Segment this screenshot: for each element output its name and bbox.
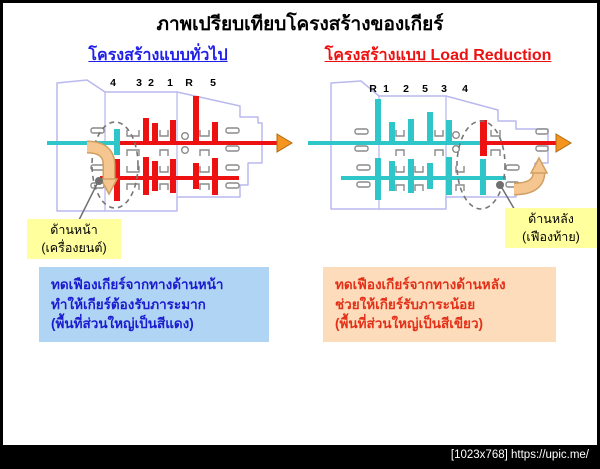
gear-label: 1	[383, 83, 389, 95]
diagram-general-gearbox: 4 3 2 1 R 5	[43, 73, 293, 268]
note-line: ทดเฟืองเกียร์จากทางด้านหน้า	[51, 277, 224, 292]
gear-label: 5	[422, 83, 428, 95]
load-reduction-note: ทดเฟืองเกียร์จากทางด้านหลัง ช่วยให้เกียร…	[323, 267, 556, 342]
note-line: ทำให้เกียร์ต้องรับภาระมาก	[51, 296, 206, 312]
rear-reduction-ellipse	[456, 120, 506, 210]
gear-label: 1	[167, 77, 173, 89]
callout-line: (เครื่องยนต์)	[41, 241, 107, 256]
callout-line: ด้านหน้า	[50, 223, 98, 237]
rear-side-callout: ด้านหลัง (เฟืองท้าย)	[505, 208, 597, 249]
gear-label: R	[185, 77, 193, 89]
note-line: ช่วยให้เกียร์รับภาระน้อย	[335, 296, 476, 312]
gear-label: R	[369, 83, 377, 95]
output-arrow-icon	[276, 133, 293, 153]
gear-label: 3	[441, 83, 447, 95]
gear-label: 2	[403, 83, 409, 95]
pointer-dot	[95, 177, 103, 185]
synchro-parts	[90, 127, 240, 190]
power-flow-arrow-icon	[86, 140, 119, 196]
note-line: (พื้นที่ส่วนใหญ่เป็นสีเขียว)	[335, 316, 484, 332]
note-line: ทดเฟืองเกียร์จากทางด้านหลัง	[335, 277, 506, 292]
front-reduction-ellipse	[91, 121, 139, 209]
output-arrow-icon	[555, 133, 572, 153]
page-title: ภาพเปรียบเทียบโครงสร้างของเกียร์	[156, 14, 444, 35]
note-line: (พื้นที่ส่วนใหญ่เป็นสีแดง)	[51, 316, 194, 332]
gears	[375, 99, 487, 200]
pointer-line	[78, 183, 98, 221]
front-side-callout: ด้านหน้า (เครื่องยนต์)	[27, 219, 121, 260]
watermark-text: [1023x768] https://upic.me/	[450, 449, 589, 461]
callout-line: (เฟืองท้าย)	[522, 230, 580, 245]
load-reduction-drawing	[308, 80, 572, 213]
callout-line: ด้านหลัง	[528, 212, 574, 226]
power-flow-arrow-icon	[513, 156, 549, 196]
gear-label: 2	[148, 77, 154, 89]
watermark-bar: [1023x768] https://upic.me/	[3, 445, 597, 466]
general-structure-note: ทดเฟืองเกียร์จากทางด้านหน้า ทำให้เกียร์ต…	[39, 267, 269, 342]
left-heading: โครงสร้างแบบทั่วไป	[88, 47, 228, 64]
diagram-load-reduction-gearbox: R 1 2 5 3 4	[303, 73, 583, 268]
gear-label: 5	[210, 77, 216, 89]
gear-label: 4	[110, 77, 116, 89]
right-heading: โครงสร้างแบบ Load Reduction	[324, 47, 552, 64]
gear-label: 3	[136, 77, 142, 89]
general-gearbox-drawing	[47, 79, 293, 221]
gear-label: 4	[462, 83, 468, 95]
pointer-dot	[496, 181, 504, 189]
